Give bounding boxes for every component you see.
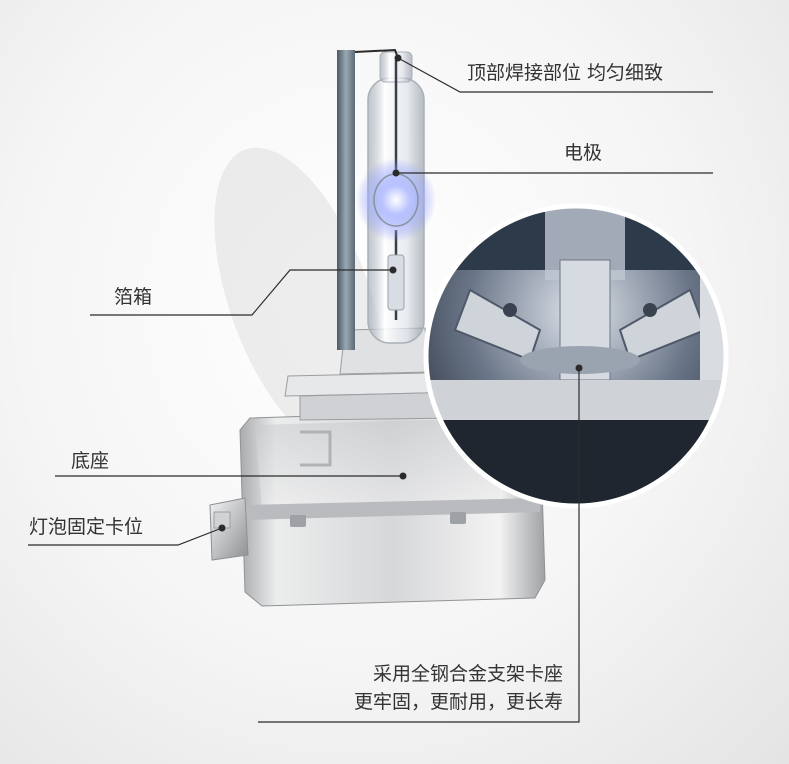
dot-foil bbox=[389, 266, 397, 274]
metal-shield bbox=[337, 50, 355, 350]
zoom-detail bbox=[423, 203, 729, 509]
leader-clip bbox=[28, 527, 223, 546]
label-base: 底座 bbox=[71, 450, 110, 472]
label-top-weld: 顶部焊接部位 均匀细致 bbox=[467, 62, 664, 84]
dot-bracket bbox=[575, 364, 583, 372]
base-clip bbox=[209, 497, 249, 561]
dot-clip bbox=[218, 524, 226, 532]
label-bracket-line1: 采用全钢合金支架卡座 bbox=[372, 663, 563, 685]
label-electrode: 电极 bbox=[564, 142, 603, 164]
label-foil: 箔箱 bbox=[114, 286, 153, 308]
leader-dots bbox=[218, 54, 583, 532]
arc-glow bbox=[356, 158, 436, 242]
dot-base bbox=[399, 472, 407, 480]
leader-lines bbox=[28, 57, 713, 723]
leader-top-weld bbox=[397, 57, 713, 93]
label-bracket: 采用全钢合金支架卡座 更牢固，更耐用，更长寿 bbox=[354, 660, 563, 716]
leader-bracket bbox=[258, 368, 580, 723]
leader-foil bbox=[90, 269, 393, 316]
label-bracket-line2: 更牢固，更耐用，更长寿 bbox=[353, 691, 563, 713]
label-clip: 灯泡固定卡位 bbox=[29, 516, 144, 538]
dot-electrode bbox=[392, 169, 400, 177]
dot-top-weld bbox=[394, 54, 402, 62]
